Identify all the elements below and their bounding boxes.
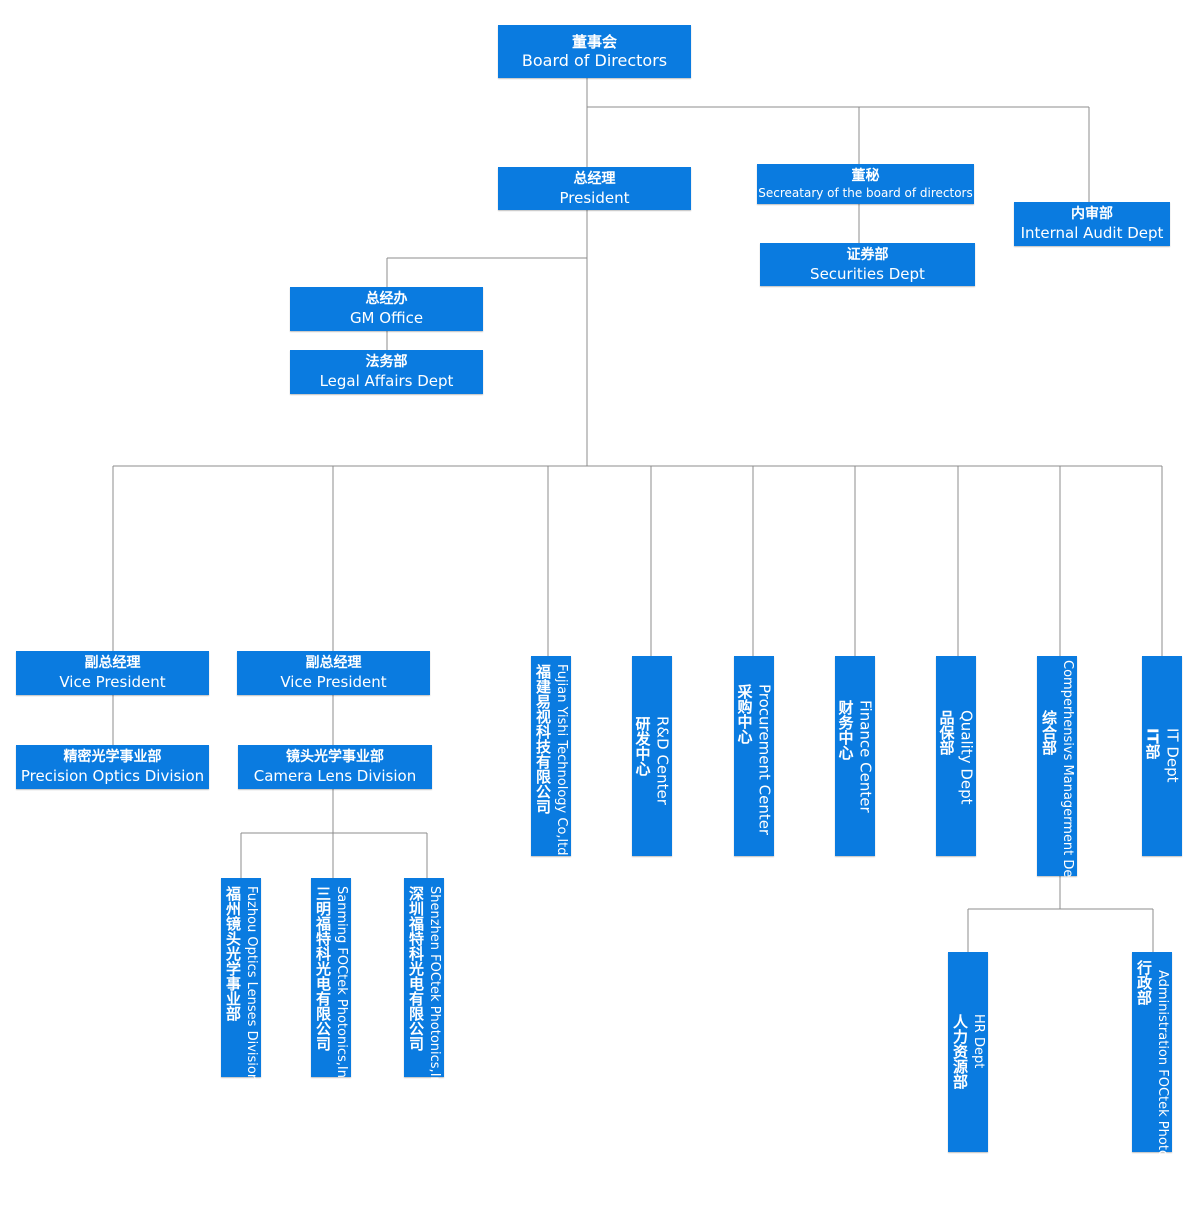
node-zh-label: IT部	[1143, 728, 1162, 759]
node-zh-label: 镜头光学事业部	[286, 749, 384, 765]
node-zh-label: 福建易视科技有限公司	[534, 664, 552, 814]
node-en-label: IT Dept	[1163, 728, 1182, 783]
node-legal-affairs-dept: 法务部 Legal Affairs Dept	[290, 350, 483, 394]
node-securities-dept: 证券部 Securities Dept	[760, 243, 975, 286]
node-zh-label: 福州镜头光学事业部	[224, 886, 242, 1021]
node-zh-label: 研发中心	[633, 716, 652, 776]
node-en-label: GM Office	[349, 309, 424, 327]
node-camera-lens-division: 镜头光学事业部 Camera Lens Division	[238, 745, 432, 789]
node-en-label: Administration FOCtek Photonics,Inc	[1155, 970, 1170, 1207]
node-en-label: Camera Lens Division	[253, 767, 417, 785]
node-zh-label: 总经理	[573, 170, 616, 187]
node-en-label: Precision Optics Division	[20, 767, 205, 785]
node-en-label: Secreatary of the board of directors	[758, 186, 973, 200]
node-zh-label: 品保部	[937, 710, 956, 755]
node-quality-dept: 品保部 Quality Dept	[936, 656, 976, 856]
node-en-label: R&D Center	[653, 716, 672, 805]
node-zh-label: 总经办	[365, 291, 408, 307]
node-zh-label: 综合部	[1040, 710, 1058, 755]
node-en-label: Board of Directors	[521, 50, 668, 70]
node-en-label: Quality Dept	[957, 710, 976, 805]
node-zh-label: 证券部	[846, 246, 889, 263]
node-zh-label: 法务部	[365, 354, 408, 370]
node-zh-label: 董事会	[571, 32, 617, 51]
node-en-label: Securities Dept	[810, 264, 925, 283]
node-en-label: President	[559, 188, 630, 207]
node-comprehensive-management-dept: 综合部 Comperhensivs Managerment Dept	[1037, 656, 1077, 891]
node-sanming-foctek: 三明福特科光电有限公司 Sanming FOCtek Photonics,Inc	[311, 878, 351, 1085]
node-zh-label: 内审部	[1071, 206, 1113, 222]
node-en-label: HR Dept	[971, 1014, 986, 1069]
node-en-label: Finance Center	[856, 700, 875, 813]
node-en-label: Shenzhen FOCtek Photonics,Inc	[427, 886, 442, 1092]
node-internal-audit-dept: 内审部 Internal Audit Dept	[1014, 202, 1170, 246]
node-board-of-directors: 董事会 Board of Directors	[498, 25, 691, 78]
node-en-label: Sanming FOCtek Photonics,Inc	[334, 886, 349, 1086]
node-en-label: Procurement Center	[755, 684, 774, 836]
node-en-label: Vice President	[280, 673, 387, 691]
node-procurement-center: 采购中心 Procurement Center	[734, 656, 774, 856]
node-it-dept: IT部 IT Dept	[1142, 656, 1182, 856]
node-zh-label: 副总经理	[84, 655, 141, 671]
node-en-label: Legal Affairs Dept	[319, 372, 454, 390]
node-zh-label: 董秘	[851, 168, 880, 184]
node-zh-label: 三明福特科光电有限公司	[314, 886, 332, 1051]
node-hr-dept: 人力资源部 HR Dept	[948, 952, 988, 1152]
node-en-label: Comperhensivs Managerment Dept	[1060, 660, 1075, 891]
node-vice-president-2: 副总经理 Vice President	[237, 651, 430, 695]
node-zh-label: 人力资源部	[951, 1014, 969, 1089]
node-fujian-yishi-technology: 福建易视科技有限公司 Fujian Yishi Technology Co,lt…	[531, 656, 571, 856]
node-fuzhou-optics-lenses-division: 福州镜头光学事业部 Fuzhou Optics Lenses Division	[221, 878, 261, 1082]
node-en-label: Vice President	[59, 673, 166, 691]
node-gm-office: 总经办 GM Office	[290, 287, 483, 331]
node-zh-label: 采购中心	[735, 684, 754, 744]
node-board-secretary: 董秘 Secreatary of the board of directors	[757, 164, 974, 204]
node-zh-label: 财务中心	[836, 700, 855, 760]
node-zh-label: 副总经理	[305, 655, 362, 671]
node-zh-label: 深圳福特科光电有限公司	[407, 886, 425, 1051]
node-rd-center: 研发中心 R&D Center	[632, 656, 672, 856]
node-shenzhen-foctek: 深圳福特科光电有限公司 Shenzhen FOCtek Photonics,In…	[404, 878, 444, 1092]
node-zh-label: 行政部	[1135, 960, 1153, 1005]
node-en-label: Fujian Yishi Technology Co,ltd	[554, 664, 569, 856]
node-en-label: Fuzhou Optics Lenses Division	[244, 886, 259, 1083]
node-zh-label: 精密光学事业部	[63, 749, 162, 765]
node-vice-president-1: 副总经理 Vice President	[16, 651, 209, 695]
node-finance-center: 财务中心 Finance Center	[835, 656, 875, 856]
node-precision-optics-division: 精密光学事业部 Precision Optics Division	[16, 745, 209, 789]
node-administration-dept: 行政部 Administration FOCtek Photonics,Inc	[1132, 952, 1172, 1207]
node-en-label: Internal Audit Dept	[1020, 224, 1164, 242]
node-president: 总经理 President	[498, 167, 691, 210]
